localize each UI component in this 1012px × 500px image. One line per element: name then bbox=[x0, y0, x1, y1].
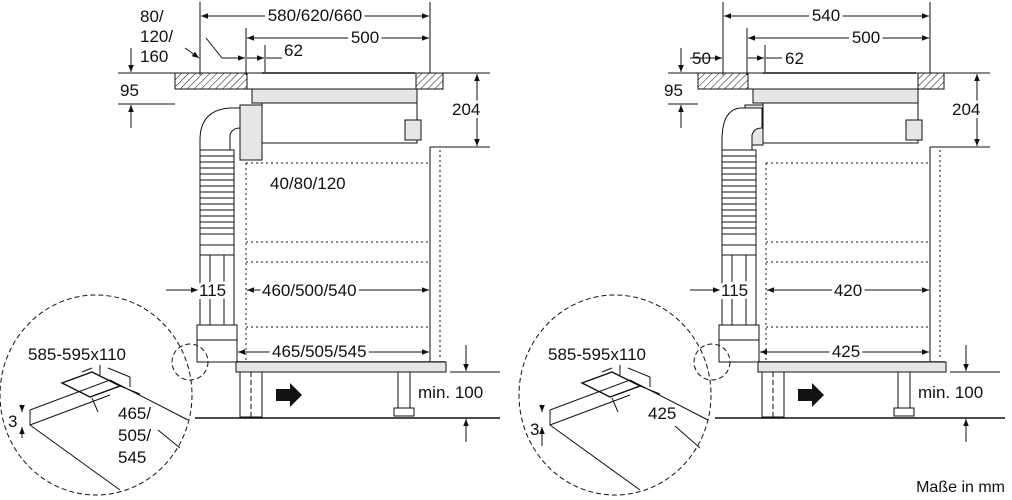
right-diagram: 540 500 62 50 95 204 bbox=[518, 2, 1005, 496]
left-dim-total: 580/620/660 bbox=[268, 6, 363, 25]
right-plinth-duct bbox=[757, 361, 947, 373]
left-detail-drawing bbox=[29, 365, 189, 491]
right-worktop bbox=[917, 72, 945, 90]
right-detail-drawing bbox=[549, 365, 709, 491]
left-dim-62: 62 bbox=[284, 41, 303, 60]
left-dim-95: 95 bbox=[120, 81, 139, 100]
left-detail-circle bbox=[0, 294, 193, 496]
left-cabinet-foot bbox=[397, 371, 411, 409]
left-offset-1: 80/ bbox=[140, 7, 164, 26]
right-hob-body bbox=[752, 88, 919, 104]
left-offset-2: 120/ bbox=[140, 27, 173, 46]
left-dim-204: 204 bbox=[452, 100, 480, 119]
left-flex-duct bbox=[196, 149, 238, 363]
left-dim-115: 115 bbox=[199, 281, 226, 300]
right-cabinet-foot bbox=[897, 371, 911, 409]
right-flex-duct bbox=[718, 149, 760, 363]
right-dim-62: 62 bbox=[785, 49, 804, 68]
left-offset-3: 160 bbox=[140, 47, 168, 66]
left-detail-cutout: 585-595x110 bbox=[28, 345, 126, 364]
right-dim-mid: 420 bbox=[834, 281, 862, 300]
right-worktop bbox=[697, 72, 749, 90]
left-diagram: 580/620/660 500 62 80/ 120/ 160 95 204 bbox=[0, 2, 500, 496]
right-dim-bottom: 425 bbox=[832, 342, 860, 361]
right-detail-3: 3 bbox=[530, 420, 539, 439]
left-detail-marker bbox=[171, 343, 209, 381]
left-hob-body bbox=[251, 88, 418, 104]
left-dim-bottom: 465/505/545 bbox=[272, 342, 367, 361]
left-duct-elbow bbox=[199, 107, 241, 151]
left-detail-depth-3: 545 bbox=[118, 448, 146, 467]
left-hob-fan bbox=[261, 102, 418, 144]
left-detail-depth-line bbox=[157, 429, 181, 449]
left-plinth-front bbox=[239, 371, 263, 418]
left-duct-connector bbox=[239, 104, 263, 161]
left-dim-depth: 500 bbox=[351, 28, 379, 47]
left-hob bbox=[246, 72, 444, 90]
right-hob bbox=[747, 72, 945, 90]
left-dim-mid: 460/500/540 bbox=[262, 281, 357, 300]
left-detail-depth-2: 505/ bbox=[118, 426, 151, 445]
units-note: Maße in mm bbox=[916, 479, 1005, 496]
left-detail-3: 3 bbox=[8, 412, 17, 431]
right-dim-95: 95 bbox=[664, 81, 683, 100]
left-worktop bbox=[174, 72, 248, 90]
left-dim-gap: 40/80/120 bbox=[270, 174, 346, 193]
left-airflow-arrow-icon bbox=[276, 383, 302, 407]
right-dim-min: min. 100 bbox=[918, 383, 983, 402]
right-detail-depth-line bbox=[674, 425, 701, 449]
left-offset-arrow bbox=[184, 47, 200, 59]
right-detail-marker bbox=[693, 343, 731, 381]
right-hob-outlet bbox=[905, 119, 923, 141]
left-plinth-duct bbox=[235, 361, 447, 373]
right-detail-depth: 425 bbox=[648, 404, 676, 423]
left-dim-min: min. 100 bbox=[418, 383, 483, 402]
left-offset-arrow bbox=[205, 37, 223, 59]
right-plinth-front bbox=[761, 371, 785, 418]
right-dim-total: 540 bbox=[812, 6, 840, 25]
right-dim-depth: 500 bbox=[852, 28, 880, 47]
right-detail-cutout: 585-595x110 bbox=[548, 345, 646, 364]
right-dim-204: 204 bbox=[952, 100, 980, 119]
right-hob-fan bbox=[762, 102, 919, 144]
left-cabinet-foot-base bbox=[393, 407, 415, 417]
left-hob-outlet bbox=[404, 119, 422, 141]
right-detail-circle bbox=[518, 294, 712, 496]
right-dim-115: 115 bbox=[721, 281, 748, 300]
left-detail-depth-1: 465/ bbox=[118, 404, 151, 423]
left-worktop bbox=[415, 72, 444, 90]
right-airflow-arrow-icon bbox=[798, 383, 824, 407]
right-cabinet-foot-base bbox=[893, 407, 915, 417]
